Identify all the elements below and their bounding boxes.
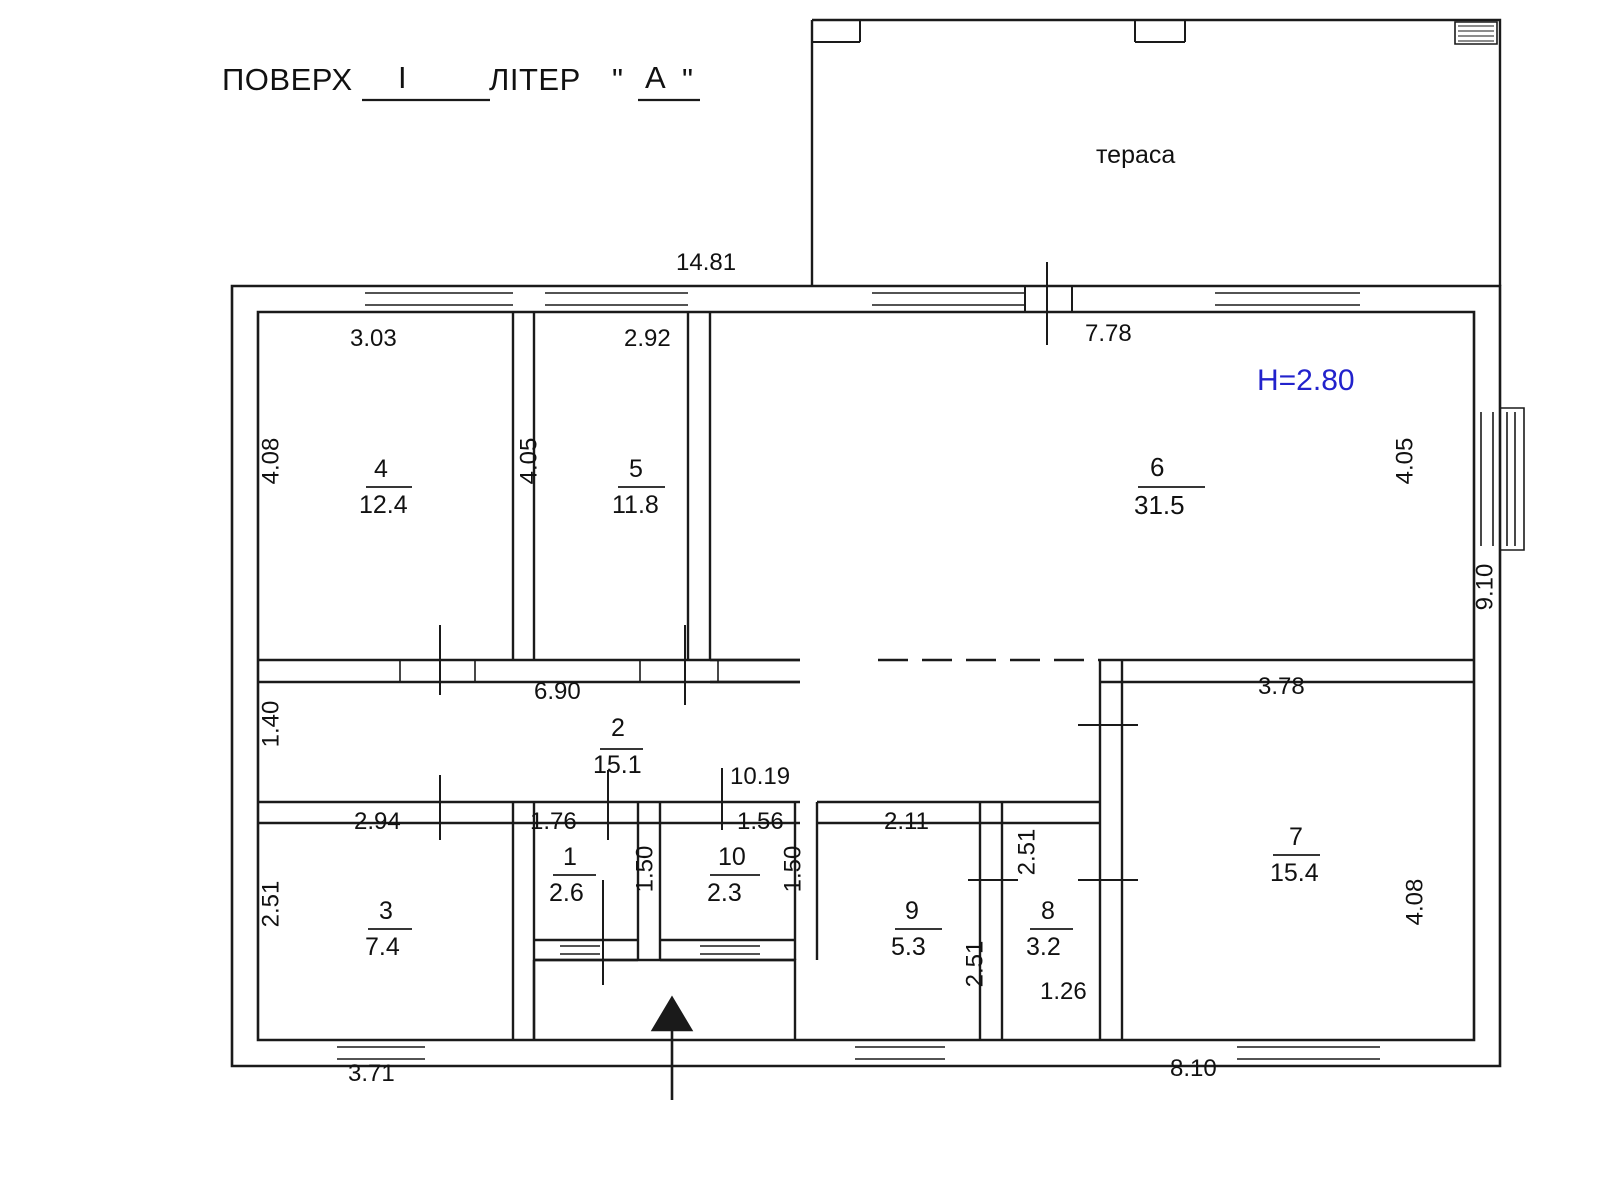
- room-1-number: 1: [563, 843, 577, 871]
- page-title-floor: I: [398, 60, 407, 95]
- building-outer-wall: [230, 284, 1502, 1068]
- room-8-number: 8: [1041, 897, 1055, 925]
- room-6-area: 31.5: [1134, 490, 1185, 520]
- dim-room9-width: 2.11: [884, 808, 929, 835]
- dim-mid-10-19: 10.19: [730, 763, 791, 790]
- room-3-area: 7.4: [365, 933, 400, 961]
- room-2-number: 2: [611, 714, 625, 742]
- room-label-rules: [366, 486, 1320, 930]
- room-10-area: 2.3: [707, 879, 742, 907]
- door-swing-marks: [439, 625, 1138, 985]
- room-2-area: 15.1: [593, 751, 642, 779]
- dim-room4-height: 4.08: [257, 437, 285, 485]
- room-4-number: 4: [374, 455, 388, 483]
- room-4-area: 12.4: [359, 491, 408, 519]
- page-title-quote-open: ": [612, 62, 624, 97]
- dim-room1-width: 1.76: [530, 808, 577, 835]
- page-title-prefix: ПОВЕРХ: [222, 62, 353, 97]
- room-5-area: 11.8: [612, 491, 659, 519]
- dim-room6-height: 4.05: [1391, 437, 1419, 485]
- dim-room4-width: 3.03: [350, 325, 397, 352]
- dim-right-overall: 9.10: [1471, 563, 1499, 611]
- dim-room2-width: 6.90: [534, 678, 581, 705]
- window-group-top: [365, 285, 1360, 313]
- window-group-bottom: [337, 1039, 1380, 1067]
- room-6-number: 6: [1150, 452, 1165, 482]
- dim-room10-height: 1.50: [779, 845, 807, 893]
- dim-room7-height: 4.08: [1401, 878, 1429, 926]
- dim-room10-width: 1.56: [737, 808, 784, 835]
- page-title-letter: А: [645, 60, 666, 95]
- dim-room7-width: 3.78: [1258, 673, 1305, 700]
- dim-room1-height: 1.50: [631, 845, 659, 893]
- entrance-arrow: [650, 995, 694, 1100]
- room-9-area: 5.3: [891, 933, 926, 961]
- page-title-middle: ЛІТЕР: [489, 62, 581, 97]
- door-openings: [399, 660, 760, 961]
- dim-bottom-left: 3.71: [348, 1060, 395, 1087]
- dim-room9-height-bottom: 2.51: [961, 940, 989, 988]
- room-7-number: 7: [1289, 823, 1303, 851]
- dim-top-overall: 14.81: [676, 249, 737, 276]
- window-right: [1473, 407, 1525, 551]
- dim-room6-width: 7.78: [1085, 320, 1132, 347]
- dim-room2-height: 1.40: [257, 700, 285, 748]
- room-7-area: 15.4: [1270, 859, 1319, 887]
- room-5-number: 5: [629, 455, 643, 483]
- dim-room3-height: 2.51: [257, 880, 285, 928]
- room-10-number: 10: [718, 843, 746, 871]
- room-1-area: 2.6: [549, 879, 584, 907]
- room-3-number: 3: [379, 897, 393, 925]
- room-8-area: 3.2: [1026, 933, 1061, 961]
- dim-room5-height: 4.05: [515, 437, 543, 485]
- dim-room9-height-top: 2.51: [1013, 828, 1041, 876]
- page-title-quote-close: ": [682, 62, 694, 97]
- ceiling-height-label: H=2.80: [1257, 364, 1355, 397]
- terrace-outline: [810, 18, 1502, 286]
- terrace-label: тераса: [1096, 141, 1176, 169]
- dim-room3-width: 2.94: [354, 808, 401, 835]
- dim-room5-width: 2.92: [624, 325, 671, 352]
- interior-walls: [258, 312, 1474, 1040]
- terrace-door-mark: [1024, 262, 1073, 345]
- dim-room8-width: 1.26: [1040, 978, 1087, 1005]
- dim-bottom-right: 8.10: [1170, 1055, 1217, 1082]
- room-9-number: 9: [905, 897, 919, 925]
